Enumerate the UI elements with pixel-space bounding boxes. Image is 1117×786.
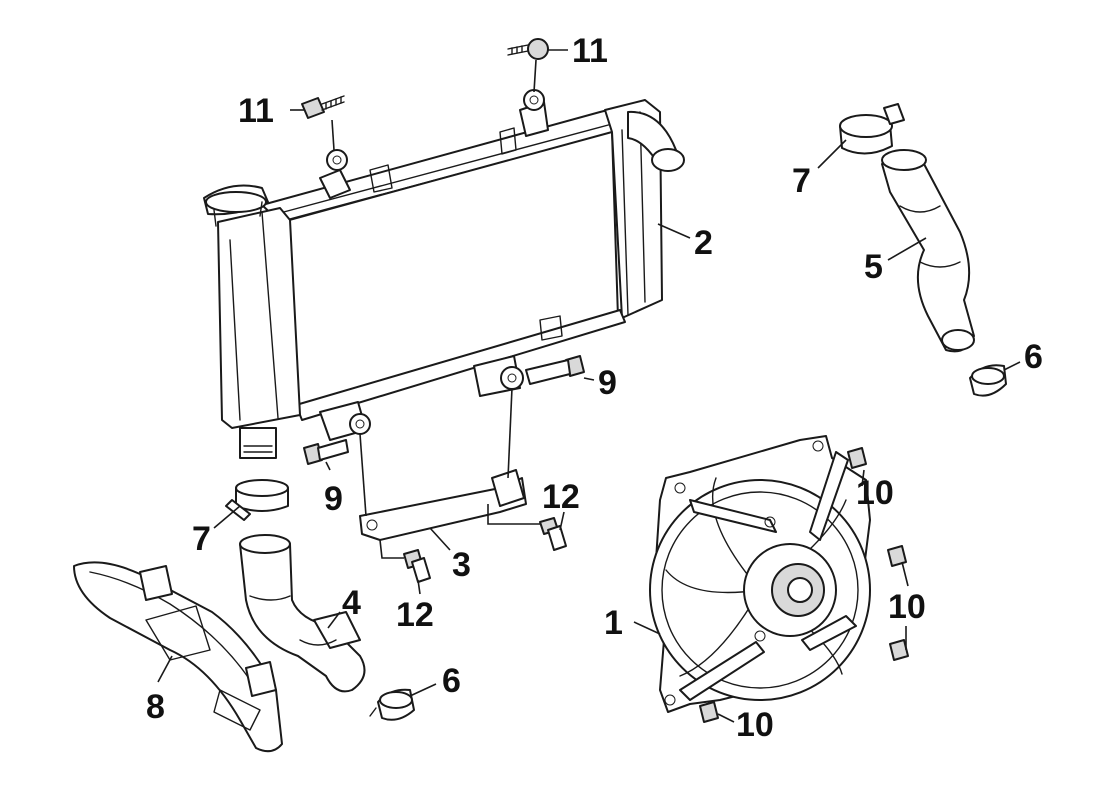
hose-4 bbox=[239, 534, 366, 693]
radiator bbox=[203, 89, 685, 459]
callout-6-lower: 6 bbox=[442, 662, 461, 700]
callout-9-left: 9 bbox=[324, 480, 343, 518]
leader-lines bbox=[157, 49, 1021, 723]
nut-10-top bbox=[847, 447, 867, 469]
callout-12-left: 12 bbox=[396, 596, 434, 634]
nut-10-mid-upper bbox=[887, 545, 907, 567]
callout-7-upper: 7 bbox=[792, 162, 811, 200]
clamp-7-lower bbox=[225, 479, 289, 521]
callout-12-right: 12 bbox=[542, 478, 580, 516]
nut-10-mid-lower bbox=[889, 639, 909, 661]
bolt-9-left bbox=[303, 439, 349, 465]
clamp-6-lower bbox=[369, 688, 415, 721]
bolt-9-right bbox=[525, 355, 585, 385]
clamp-6-upper bbox=[969, 364, 1007, 397]
callout-3: 3 bbox=[452, 546, 471, 584]
callout-8: 8 bbox=[146, 688, 165, 726]
callout-11-left: 11 bbox=[238, 92, 274, 130]
callout-6-upper: 6 bbox=[1024, 338, 1043, 376]
bolt-11-left bbox=[301, 95, 345, 119]
callout-4: 4 bbox=[342, 584, 361, 622]
callout-10-top: 10 bbox=[856, 474, 894, 512]
callout-labels: 11 11 2 9 9 12 12 3 4 6 7 8 7 5 6 10 10 … bbox=[146, 32, 1043, 744]
hose-5 bbox=[881, 149, 975, 353]
callout-10-mid: 10 bbox=[888, 588, 926, 626]
bracket-3 bbox=[359, 469, 527, 541]
callout-1: 1 bbox=[604, 604, 623, 642]
bolt-12-right bbox=[539, 517, 567, 551]
guard-8 bbox=[73, 561, 283, 753]
callout-10-bottom: 10 bbox=[736, 706, 774, 744]
callout-9-right: 9 bbox=[598, 364, 617, 402]
clamp-7-upper bbox=[839, 103, 905, 155]
callout-11-right: 11 bbox=[572, 32, 608, 70]
fan-assembly-1 bbox=[649, 435, 871, 713]
bolt-11-right bbox=[507, 38, 549, 60]
nut-10-bottom bbox=[699, 701, 719, 723]
callout-5: 5 bbox=[864, 248, 883, 286]
callout-7-lower: 7 bbox=[192, 520, 211, 558]
bolt-12-left bbox=[403, 549, 431, 583]
callout-2: 2 bbox=[694, 224, 713, 262]
